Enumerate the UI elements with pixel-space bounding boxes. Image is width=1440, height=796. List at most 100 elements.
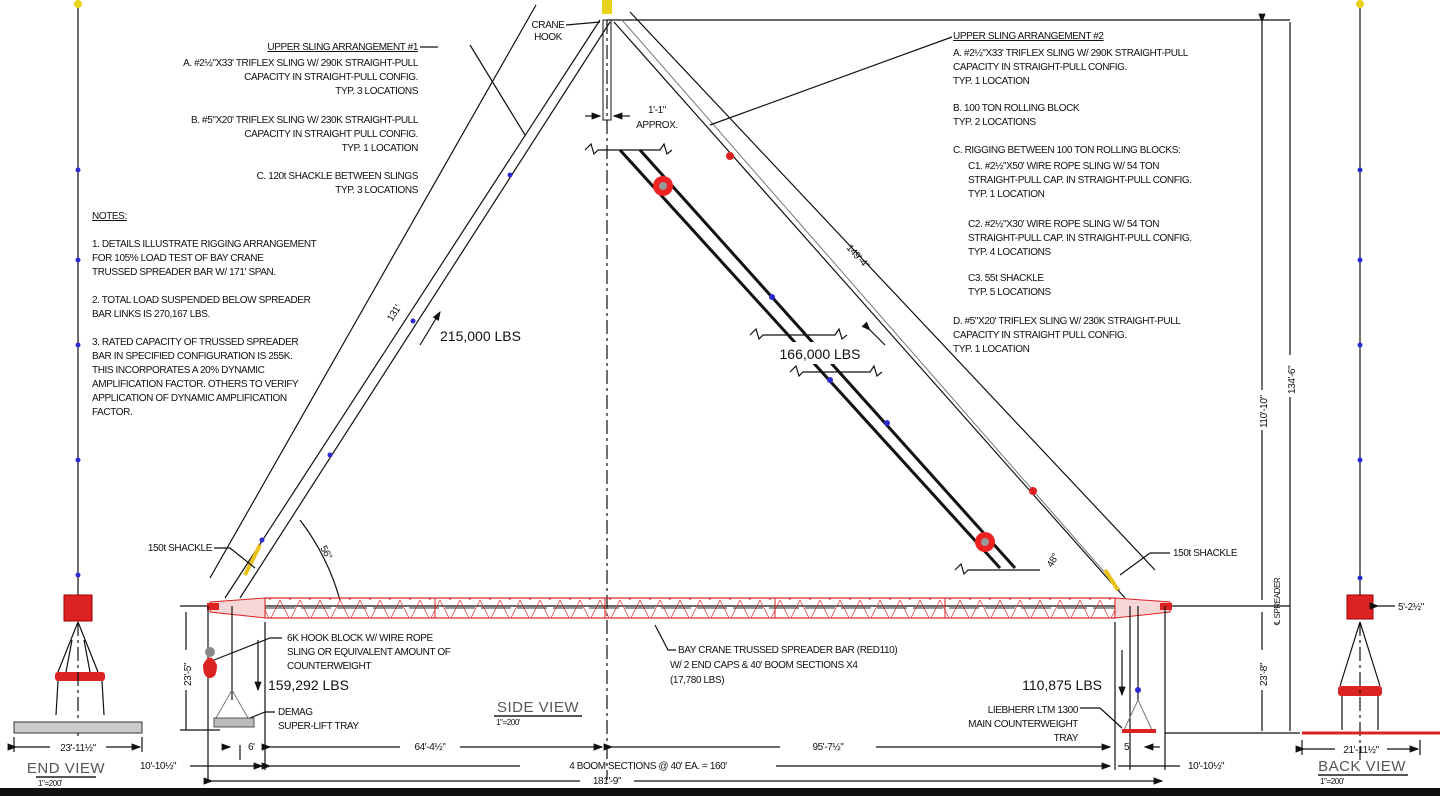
spreader-callout-1: BAY CRANE TRUSSED SPREADER BAR (RED110) [678,645,897,656]
left-sling-load: 215,000 LBS [440,328,521,344]
note-line: C1. #2½"X50' WIRE ROPE SLING W/ 54 TON [968,161,1159,172]
left-sling-length: 131' [385,303,404,324]
note-line: TYP. 3 LOCATIONS [335,86,418,97]
back-view: 21'-11½" 5'-2½" BACK VIEW 1"=200' [1295,0,1440,786]
crane-hook-label: CRANE [531,20,565,31]
hook-block-callout-1: 6K HOOK BLOCK W/ WIRE ROPE [287,633,433,644]
note-line: TRUSSED SPREADER BAR W/ 171' SPAN. [92,267,276,278]
note-line: TYP. 1 LOCATION [953,344,1030,355]
upper-sling-2-title: UPPER SLING ARRANGEMENT #2 [953,31,1104,42]
note-line: CAPACITY IN STRAIGHT-PULL CONFIG. [244,72,418,83]
spreader-bar [180,597,1290,619]
note-line: TYP. 4 LOCATIONS [968,247,1051,258]
side-view-scale: 1"=200' [496,718,521,727]
left-sling-angle: 56° [317,544,334,562]
hook-block-callout-3: COUNTERWEIGHT [287,661,371,672]
liebherr-callout-3: TRAY [1054,733,1079,744]
right-sling-length: 149'-4" [844,243,872,272]
crane-hook-icon [602,0,612,14]
demag-callout-1: DEMAG [278,707,313,718]
rolling-block-rigging: 166,000 LBS [584,142,1040,576]
height-134-dim: 134'-6" [1287,365,1298,394]
right-sling-angle: 48° [1045,552,1062,570]
note-line: TYP. 1 LOCATION [953,76,1030,87]
right-overhang-dim: 10'-10½" [1188,761,1225,772]
hook-yellow-icon [1356,0,1364,8]
side-view: CRANE HOOK 1'-1" APPROX. 131' 215,000 LB… [140,0,1300,787]
spreader-centerline-label: ℄ SPREADER [1273,577,1282,626]
left-to-center-dim: 64'-4½" [414,742,446,753]
left-overhang-dim: 10'-10½" [140,761,177,772]
center-to-right-dim: 95'-7½" [812,742,844,753]
note-line: THIS INCORPORATES A 20% DYNAMIC [92,365,265,376]
left-tray-offset: 6' [248,742,255,753]
left-drop-dim: 23'-5" [183,662,194,686]
note-line: D. #5"X20' TRIFLEX SLING W/ 230K STRAIGH… [953,316,1181,327]
upper-sling-1-notes: UPPER SLING ARRANGEMENT #1 A. #2½"X33' T… [183,42,438,196]
note-line: BAR IN SPECIFIED CONFIGURATION IS 255K. [92,351,292,362]
back-view-box-dim: 5'-2½" [1398,602,1425,613]
spreader-callout-3: (17,780 LBS) [670,675,724,686]
notes-title: NOTES: [92,211,127,222]
end-view-width: 23'-11½" [60,743,96,754]
horizontal-dimensions: 6' 64'-4½" 95'-7½" 5' 10'-10½" 4 BOOM SE… [140,622,1225,787]
bottom-border [0,788,1440,796]
note-line: TYP. 3 LOCATIONS [335,185,418,196]
upper-sling-1-title: UPPER SLING ARRANGEMENT #1 [267,42,418,53]
right-rigging-load: 166,000 LBS [780,346,861,362]
note-line: A. #2½"X33' TRIFLEX SLING W/ 290K STRAIG… [953,48,1189,59]
end-view-scale: 1"=200' [38,779,63,788]
note-line: 3. RATED CAPACITY OF TRUSSED SPREADER [92,337,298,348]
left-load: 159,292 LBS 6K HOOK BLOCK W/ WIRE ROPE S… [203,606,451,780]
side-view-title: SIDE VIEW [497,699,579,716]
note-line: APPLICATION OF DYNAMIC AMPLIFICATION [92,393,287,404]
note-line: C2. #2½"X30' WIRE ROPE SLING W/ 54 TON [968,219,1159,230]
note-line: B. 100 TON ROLLING BLOCK [953,103,1080,114]
end-view-title: END VIEW [27,760,106,777]
back-view-title: BACK VIEW [1318,758,1406,775]
note-line: TYP. 1 LOCATION [968,189,1045,200]
note-line: C. RIGGING BETWEEN 100 TON ROLLING BLOCK… [953,145,1180,156]
back-view-width: 21'-11½" [1343,745,1379,756]
hook-yellow-icon [74,0,82,8]
note-line: B. #5"X20' TRIFLEX SLING W/ 230K STRAIGH… [191,115,419,126]
boom-sections-dim: 4 BOOM SECTIONS @ 40' EA. = 160' [569,761,727,772]
overall-length-dim: 181'-9" [593,776,622,787]
note-line: 2. TOTAL LOAD SUSPENDED BELOW SPREADER [92,295,311,306]
note-line: FACTOR. [92,407,132,418]
right-down-load: 110,875 LBS [1022,677,1102,693]
note-line: AMPLIFICATION FACTOR. OTHERS TO VERIFY [92,379,299,390]
note-line: A. #2½"X33' TRIFLEX SLING W/ 290K STRAIG… [183,58,419,69]
upper-sling-2-notes: UPPER SLING ARRANGEMENT #2 A. #2½"X33' T… [953,31,1192,355]
hook-gap-note: APPROX. [636,120,678,131]
liebherr-callout-2: MAIN COUNTERWEIGHT [968,719,1078,730]
spreader-callout-2: W/ 2 END CAPS & 40' BOOM SECTIONS X4 [670,660,858,671]
note-line: BAR LINKS IS 270,167 LBS. [92,309,210,320]
left-sling [224,19,601,599]
hook-block-callout-2: SLING OR EQUIVALENT AMOUNT OF [287,647,451,658]
height-110-dim: 110'-10" [1259,394,1270,428]
note-line: C3. 55t SHACKLE [968,273,1044,284]
note-line: CAPACITY IN STRAIGHT PULL CONFIG. [244,129,418,140]
hook-gap-dim: 1'-1" [648,105,667,116]
note-line: 1. DETAILS ILLUSTRATE RIGGING ARRANGEMEN… [92,239,317,250]
back-view-scale: 1"=200' [1320,777,1345,786]
crane-hook-label-2: HOOK [534,32,563,43]
right-sling-dim-line [629,11,1156,571]
right-tray-offset: 5' [1124,742,1131,753]
right-load: 110,875 LBS LIEBHERR LTM 1300 MAIN COUNT… [968,606,1166,770]
note-line: FOR 105% LOAD TEST OF BAY CRANE [92,253,264,264]
note-line: STRAIGHT-PULL CAP. IN STRAIGHT-PULL CONF… [968,233,1192,244]
right-sling [613,21,1126,599]
back-view-link-box [1346,594,1374,620]
note-line: TYP. 2 LOCATIONS [953,117,1036,128]
left-sling-dim-line [209,4,537,579]
note-line: CAPACITY IN STRAIGHT-PULL CONFIG. [953,62,1127,73]
liebherr-callout-1: LIEBHERR LTM 1300 [988,705,1079,716]
left-shackle-callout: 150t SHACKLE [148,543,213,554]
left-down-load: 159,292 LBS [268,677,349,693]
general-notes: NOTES: 1. DETAILS ILLUSTRATE RIGGING ARR… [92,211,317,418]
note-line: CAPACITY IN STRAIGHT PULL CONFIG. [953,330,1127,341]
demag-callout-2: SUPER-LIFT TRAY [278,721,359,732]
